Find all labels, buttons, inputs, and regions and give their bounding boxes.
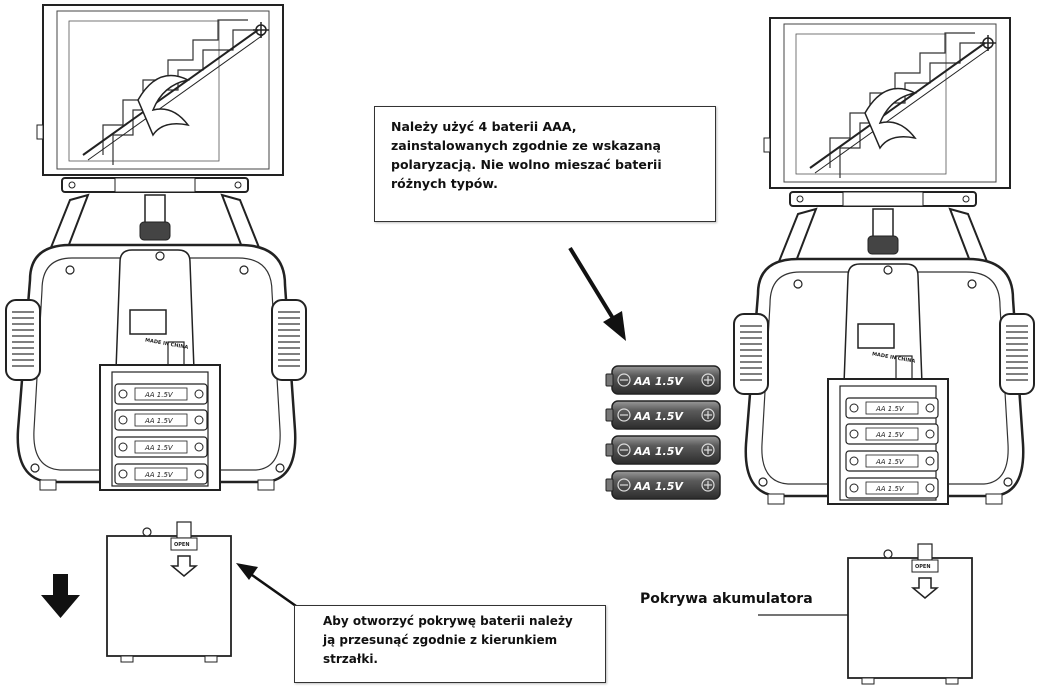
svg-text:AA 1.5V: AA 1.5V [633, 375, 684, 388]
bay-cell-label: AA 1.5V [144, 417, 174, 425]
bay-cell-label: AA 1.5V [875, 485, 905, 493]
arrow-down-icon [41, 574, 80, 618]
arrow-to-batteries-icon [568, 246, 626, 341]
bay-cell-label: AA 1.5V [875, 431, 905, 439]
right-transmitter: MADE IN CHINA AA 1.5V AA 1.5V AA 1.5V AA… [732, 17, 1036, 685]
arrow-to-cover-icon [236, 563, 297, 608]
left-transmitter: MADE IN CHINA AA 1.5V AA 1.5V AA 1.5V AA… [4, 4, 308, 663]
battery-instruction-callout: Należy użyć 4 baterii AAA, zainstalowany… [374, 106, 716, 222]
bay-cell-label: AA 1.5V [144, 444, 174, 452]
bay-cell-label: AA 1.5V [144, 471, 174, 479]
right-bay-cells: AA 1.5V AA 1.5V AA 1.5V AA 1.5V [845, 397, 939, 499]
loose-battery: AA 1.5V [605, 365, 721, 395]
loose-batteries: AA 1.5V AA 1.5V AA 1.5V AA 1.5V [605, 365, 721, 500]
open-label: OPEN [915, 564, 931, 570]
svg-text:AA 1.5V: AA 1.5V [633, 445, 684, 458]
left-bay-cells: AA 1.5V AA 1.5V AA 1.5V AA 1.5V [114, 383, 208, 485]
svg-text:AA 1.5V: AA 1.5V [633, 480, 684, 493]
left-battery-cover: OPEN [106, 521, 232, 663]
open-cover-instruction-callout: Aby otworzyć pokrywę baterii należy ją p… [294, 605, 606, 683]
svg-text:AA 1.5V: AA 1.5V [633, 410, 684, 423]
loose-battery: AA 1.5V [605, 470, 721, 500]
bay-cell-label: AA 1.5V [875, 405, 905, 413]
loose-battery: AA 1.5V [605, 435, 721, 465]
bay-cell-label: AA 1.5V [875, 458, 905, 466]
open-label: OPEN [174, 542, 190, 548]
loose-battery: AA 1.5V [605, 400, 721, 430]
bay-cell-label: AA 1.5V [144, 391, 174, 399]
right-battery-cover: OPEN [847, 543, 973, 685]
battery-cover-label: Pokrywa akumulatora [640, 591, 813, 607]
